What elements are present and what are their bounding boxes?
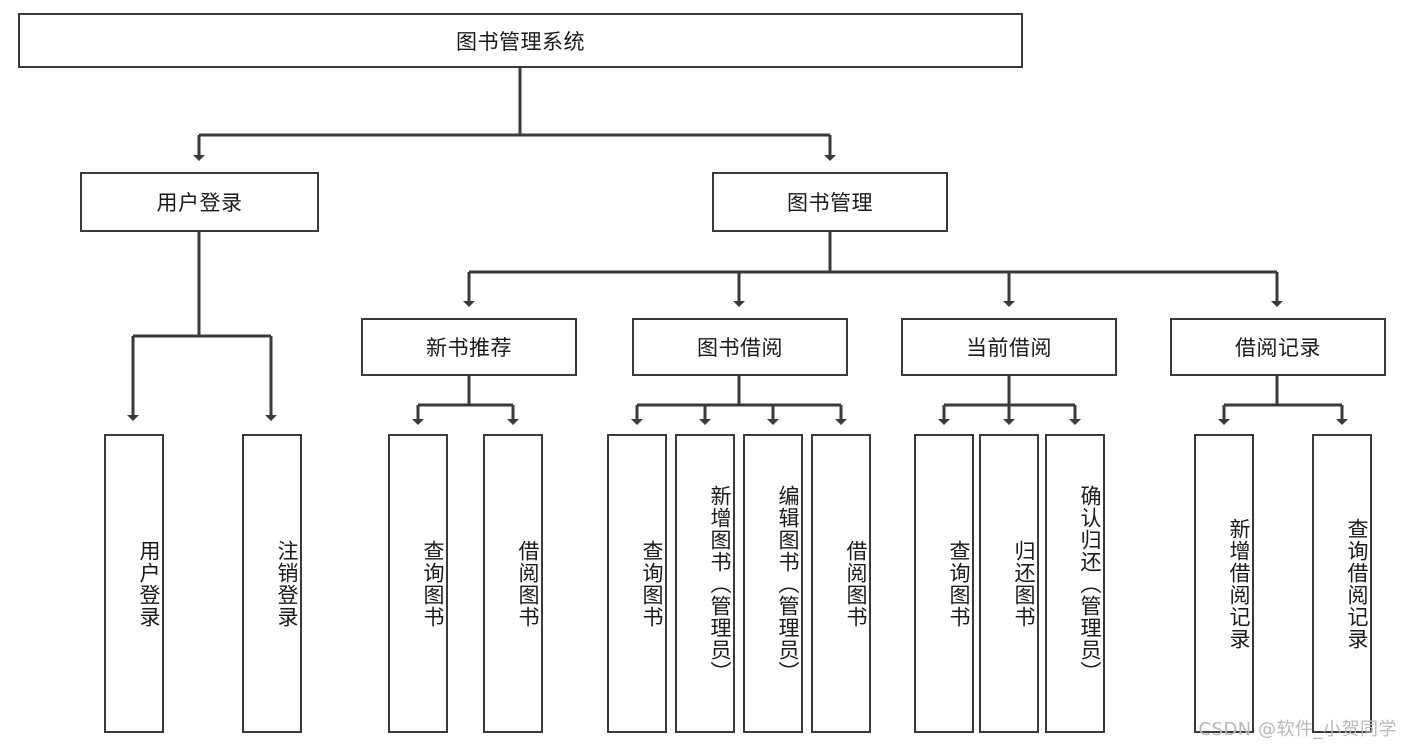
node-leaf-query-book-borrow[interactable]: 查询图书 [607, 434, 667, 733]
watermark-text: CSDN @软件_小贺同学 [1198, 719, 1397, 740]
node-borrow-record[interactable]: 借阅记录 [1170, 318, 1386, 376]
node-label: 编辑图书（管理员） [776, 484, 800, 683]
node-label: 新增借阅记录 [1227, 517, 1251, 650]
node-label: 借阅记录 [1235, 336, 1321, 360]
node-leaf-add-book-admin[interactable]: 新增图书（管理员） [675, 434, 735, 733]
node-label: 新增图书（管理员） [708, 484, 732, 683]
node-leaf-borrow-book-recommend[interactable]: 借阅图书 [483, 434, 543, 733]
node-label: 用户登录 [137, 539, 161, 628]
node-leaf-logout[interactable]: 注销登录 [242, 434, 302, 733]
node-label: 注销登录 [275, 539, 299, 628]
node-leaf-return-book[interactable]: 归还图书 [979, 434, 1039, 733]
node-new-book-recommend[interactable]: 新书推荐 [361, 318, 577, 376]
node-label: 查询图书 [640, 539, 664, 628]
node-current-borrow[interactable]: 当前借阅 [901, 318, 1117, 376]
node-label: 查询图书 [947, 539, 971, 628]
node-leaf-edit-book-admin[interactable]: 编辑图书（管理员） [743, 434, 803, 733]
node-label: 借阅图书 [844, 539, 868, 628]
node-label: 图书管理系统 [456, 29, 585, 54]
node-leaf-borrow-book[interactable]: 借阅图书 [811, 434, 871, 733]
node-leaf-user-login[interactable]: 用户登录 [104, 434, 164, 733]
node-label: 归还图书 [1012, 539, 1036, 628]
node-label: 当前借阅 [966, 336, 1052, 360]
node-leaf-query-borrow-record[interactable]: 查询借阅记录 [1312, 434, 1372, 733]
node-book-management[interactable]: 图书管理 [712, 172, 948, 232]
node-leaf-confirm-return-admin[interactable]: 确认归还（管理员） [1045, 434, 1105, 733]
node-label: 确认归还（管理员） [1078, 484, 1102, 683]
node-label: 图书借阅 [697, 336, 783, 360]
node-label: 新书推荐 [426, 336, 512, 360]
node-root-book-management-system[interactable]: 图书管理系统 [18, 13, 1023, 68]
node-leaf-query-book-current[interactable]: 查询图书 [914, 434, 974, 733]
node-user-login[interactable]: 用户登录 [80, 172, 319, 232]
node-book-borrow[interactable]: 图书借阅 [632, 318, 848, 376]
node-label: 图书管理 [787, 191, 873, 215]
node-label: 查询图书 [421, 539, 445, 628]
node-label: 查询借阅记录 [1345, 517, 1369, 650]
node-label: 用户登录 [156, 191, 243, 215]
node-leaf-query-book-recommend[interactable]: 查询图书 [388, 434, 448, 733]
node-label: 借阅图书 [516, 539, 540, 628]
node-leaf-add-borrow-record[interactable]: 新增借阅记录 [1194, 434, 1254, 733]
